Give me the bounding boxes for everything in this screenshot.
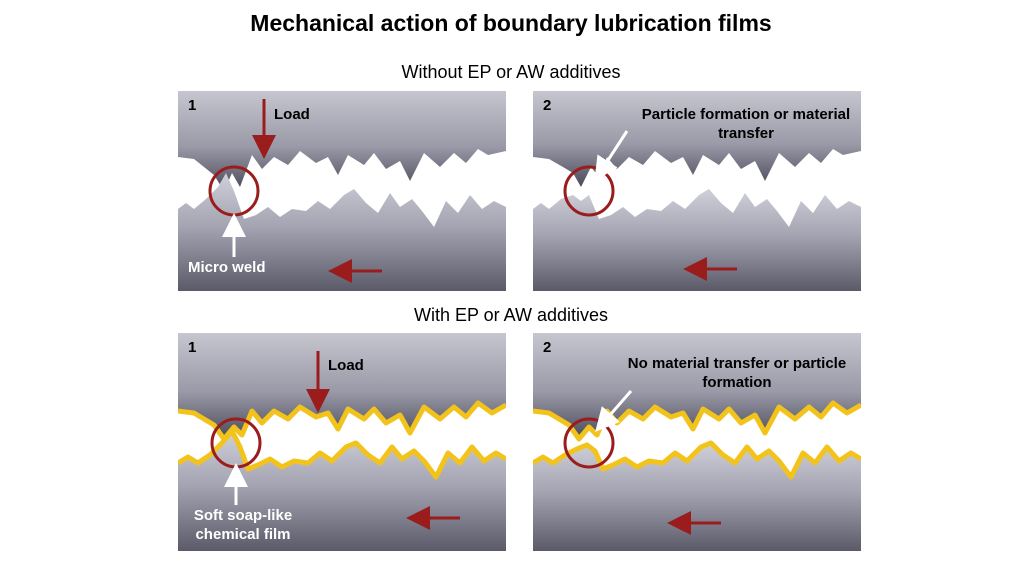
chemical-film-bottom: [533, 440, 861, 480]
pointer-arrow: [594, 130, 629, 182]
section-heading-without-additives: Without EP or AW additives: [401, 62, 621, 82]
panel-number: 1: [188, 97, 197, 114]
section-heading-with-additives: With EP or AW additives: [413, 305, 609, 325]
figure-title: Mechanical action of boundary lubricatio…: [250, 10, 772, 36]
load-label: Load: [274, 106, 310, 123]
chemical-film-bottom: [178, 428, 506, 480]
surface-illustration: [533, 91, 861, 291]
surface-illustration: [178, 91, 506, 291]
panel-number: 2: [543, 339, 552, 356]
panel-number: 2: [543, 97, 552, 114]
surface-illustration: [533, 333, 861, 551]
load-label: Load: [328, 357, 364, 374]
particle-formation-label: Particle formation or material transfer: [641, 106, 851, 142]
soap-film-label: Soft soap-like chemical film: [193, 507, 293, 543]
panel-without-additives-2: 2 Particle formation or material transfe…: [533, 91, 861, 291]
panel-without-additives-1: 1 Load Micro weld: [178, 91, 506, 291]
panel-with-additives-1: 1 Load Soft soap-like chemical film: [178, 333, 506, 551]
contact-circle: [563, 417, 615, 469]
chemical-film-top: [533, 400, 861, 442]
panel-number: 1: [188, 339, 197, 356]
contact-circle: [563, 165, 615, 217]
panel-with-additives-2: 2 No material transfer or particle forma…: [533, 333, 861, 551]
micro-weld-label: Micro weld: [188, 259, 266, 276]
no-transfer-label: No material transfer or particle formati…: [627, 355, 847, 391]
surface-illustration: [178, 333, 506, 551]
pointer-arrow: [595, 390, 633, 433]
